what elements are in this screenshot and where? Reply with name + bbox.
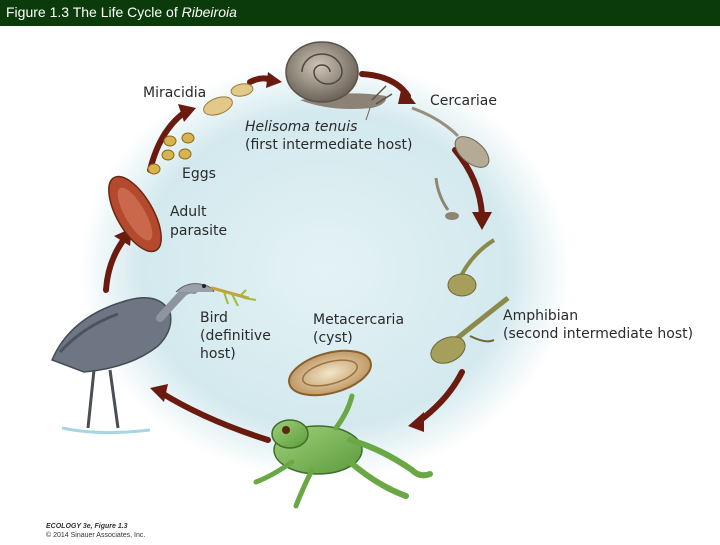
snail-illustration <box>285 41 393 121</box>
arrow-head-frog <box>408 412 424 432</box>
arrow-head-bird <box>150 384 168 402</box>
figure-title: Figure 1.3 The Life Cycle of Ribeiroia <box>6 4 237 20</box>
label-miracidia: Miracidia <box>143 85 206 101</box>
cercariae-illustration <box>411 106 490 220</box>
eggs-illustration <box>147 132 195 175</box>
arrow-eggs-to-miracidia <box>147 109 188 173</box>
arrow-head-miracidia <box>178 104 196 122</box>
label-bird-line1: Bird <box>200 310 228 326</box>
figure-number: Figure 1.3 <box>6 4 70 20</box>
title-genus: Ribeiroia <box>181 4 237 20</box>
label-bird-line3: host) <box>200 346 236 362</box>
arrow-head-amphibian <box>472 212 492 230</box>
credit-book: ECOLOGY 3e, Figure 1.3 <box>46 523 128 530</box>
title-prefix: The Life Cycle of <box>72 4 178 20</box>
credit-copyright: © 2014 Sinauer Associates, Inc. <box>46 531 145 539</box>
heron-illustration <box>51 283 257 435</box>
miracidia-illustration <box>203 83 254 116</box>
life-cycle-diagram: Miracidia Helisoma tenuis (first interme… <box>0 26 720 540</box>
arrow-head-cercariae <box>398 86 416 104</box>
arrow-frog-to-bird <box>157 389 271 443</box>
label-cercariae: Cercariae <box>430 93 497 109</box>
label-snail-name: Helisoma tenuis <box>245 119 357 135</box>
arrow-heads <box>114 72 492 432</box>
background-circle <box>80 60 570 480</box>
label-snail-role: (first intermediate host) <box>245 137 413 153</box>
arrow-cercariae-to-amphibian <box>452 147 485 218</box>
label-metacercaria-line1: Metacercaria <box>313 312 404 328</box>
label-eggs: Eggs <box>182 166 216 182</box>
label-adult-line2: parasite <box>170 223 227 239</box>
arrow-head-snail <box>266 72 282 88</box>
label-bird-line2: (definitive <box>200 328 271 344</box>
label-amphibian-line1: Amphibian <box>503 308 578 324</box>
label-amphibian-line2: (second intermediate host) <box>503 326 693 342</box>
frog-illustration <box>253 393 433 509</box>
label-metacercaria-line2: (cyst) <box>313 330 353 346</box>
metacercaria-cyst-illustration <box>288 349 372 397</box>
label-adult-line1: Adult <box>170 204 207 220</box>
adult-parasite-illustration <box>108 175 162 253</box>
tadpole-illustration <box>430 238 510 364</box>
title-bar: Figure 1.3 The Life Cycle of Ribeiroia <box>0 0 720 26</box>
arrow-bird-to-adult <box>103 235 128 293</box>
